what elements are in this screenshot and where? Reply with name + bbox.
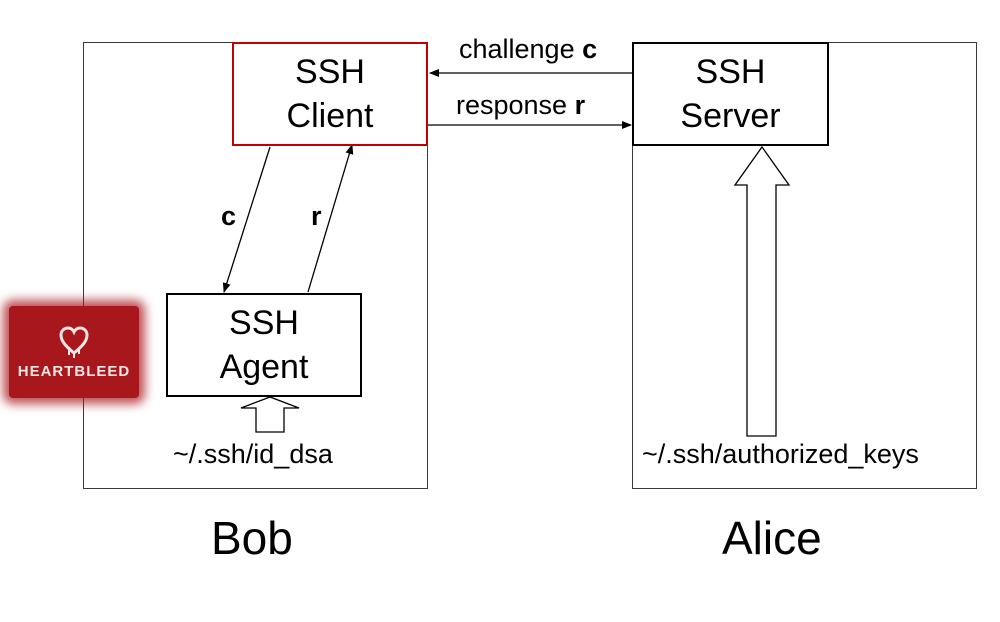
heartbleed-text: HEARTBLEED: [17, 362, 131, 380]
response-word: response: [456, 90, 568, 120]
agent-response-label: r: [311, 201, 322, 231]
response-to-client-arrow: [307, 144, 354, 293]
bob-caption: Bob: [211, 512, 293, 564]
ssh-client-line1: SSH: [295, 53, 365, 91]
challenge-label: challenge c: [459, 34, 597, 64]
ssh-agent-line1: SSH: [229, 304, 299, 342]
ssh-server-line2: Server: [680, 97, 781, 135]
ssh-agent-line2: Agent: [219, 348, 309, 386]
ssh-server-line1: SSH: [695, 53, 766, 91]
authorized-keys-label: ~/.ssh/authorized_keys: [642, 439, 919, 469]
alice-caption: Alice: [722, 512, 822, 564]
challenge-var: c: [582, 34, 598, 64]
ssh-client-box: SSH Client: [232, 42, 428, 146]
response-var: r: [574, 90, 586, 120]
response-label: response r: [456, 90, 585, 120]
ssh-agent-box: SSH Agent: [166, 293, 362, 397]
challenge-word: challenge: [459, 34, 575, 64]
agent-challenge-label: c: [221, 201, 237, 231]
bleeding-heart-icon: [59, 325, 89, 358]
authorized-keys-hollow-arrow: [733, 145, 791, 437]
ssh-server-box: SSH Server: [632, 42, 829, 146]
ssh-client-line2: Client: [286, 97, 374, 135]
id-dsa-hollow-arrow: [240, 396, 300, 433]
heartbleed-logo: HEARTBLEED: [9, 306, 139, 398]
id-dsa-label: ~/.ssh/id_dsa: [173, 439, 333, 469]
challenge-to-agent-arrow: [222, 146, 271, 293]
